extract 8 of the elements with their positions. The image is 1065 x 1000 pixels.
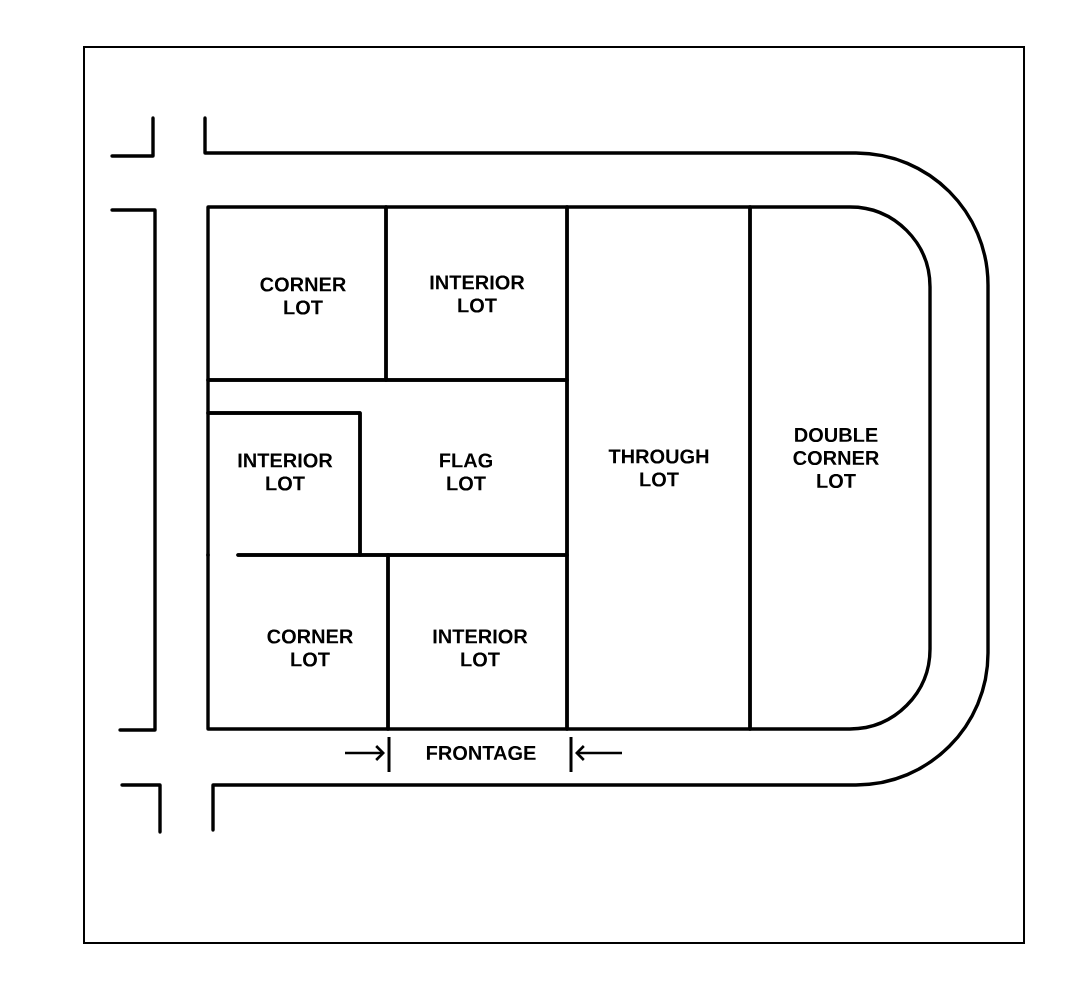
lot-parcel: INTERIOR LOT bbox=[384, 205, 569, 382]
lot-parcel: INTERIOR LOT bbox=[386, 553, 569, 731]
lot-parcel: CORNER LOT bbox=[206, 553, 390, 731]
lot-parcel: INTERIOR LOT bbox=[206, 411, 362, 557]
lot-parcel: CORNER LOT bbox=[206, 205, 388, 382]
lot-parcel: THROUGH LOT bbox=[565, 205, 752, 731]
lot-parcel: DOUBLE CORNER LOT bbox=[748, 205, 932, 731]
dimension-label: FRONTAGE bbox=[426, 745, 536, 761]
